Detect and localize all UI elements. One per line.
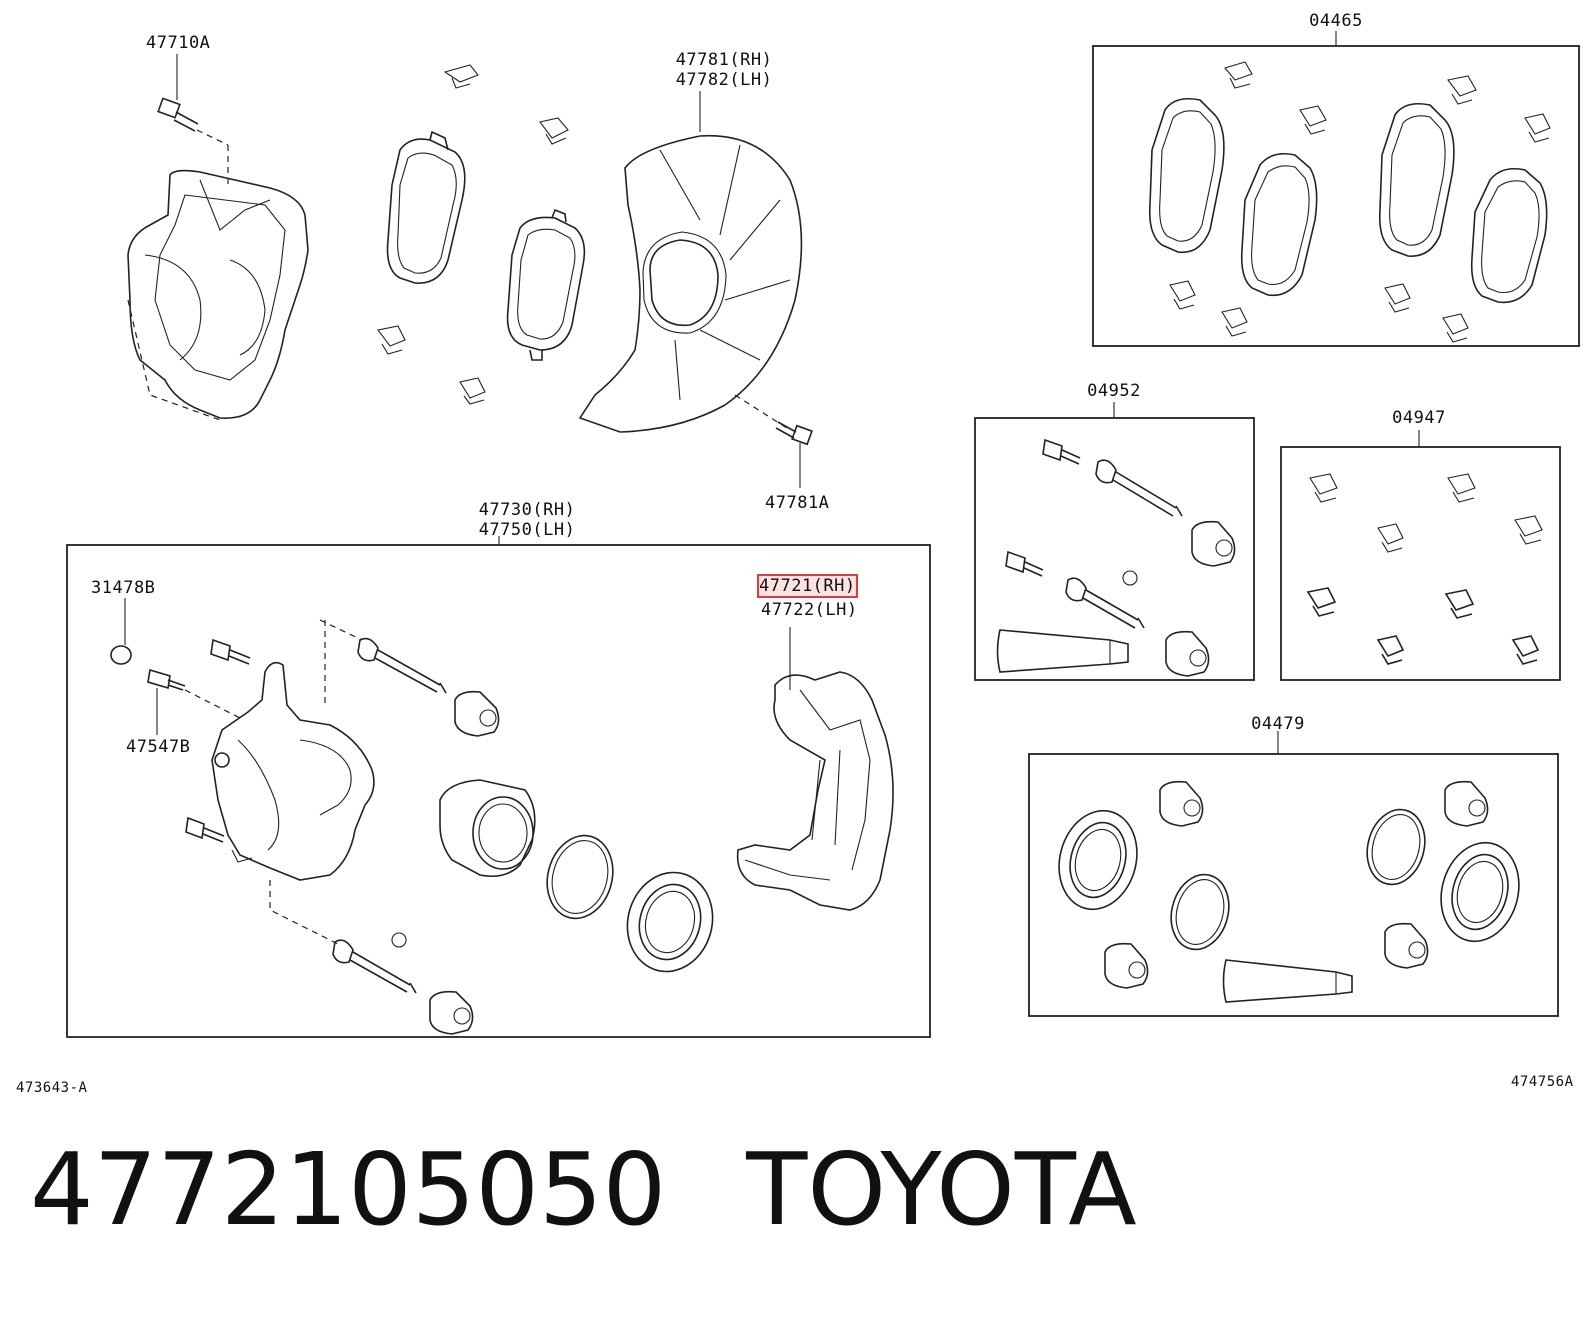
guide-pin-kit-04952-parts [996,438,1236,677]
dust-shield [578,91,803,433]
label-47722: 47722(LH) [761,600,858,620]
guide-pins-main [332,637,447,994]
bolt-47710A [157,54,229,185]
pad-kit-04465-clips [1169,61,1551,343]
bolt-47781A [775,421,813,488]
clip-kit-box [1280,446,1561,681]
boots-main [391,690,500,1035]
cap-31478B [110,598,132,665]
label-47730-47750: 47730(RH) 47750(LH) [478,500,576,540]
footer-title: 4772105050 TOYOTA [30,1130,1217,1250]
label-47547B: 47547B [126,737,191,757]
part-number: 4772105050 [30,1131,667,1248]
piston [439,779,536,878]
label-04465: 04465 [1309,11,1363,31]
brand-name: TOYOTA [746,1131,1137,1248]
caliper-body-upper [127,169,309,421]
seal-kit-04479-parts [1058,780,1520,1003]
caliper-body-main [211,619,375,946]
label-04952: 04952 [1087,381,1141,401]
label-47781A: 47781A [765,493,830,513]
label-04479: 04479 [1251,714,1305,734]
piston-boot-main [626,871,714,973]
bleeder-47547B [147,668,241,735]
label-31478B: 31478B [91,578,156,598]
brake-pad-upper-right [506,208,586,361]
clip-kit-04947-parts [1306,473,1543,665]
label-47710A: 47710A [146,33,211,53]
label-47781-47782: 47781(RH) 47782(LH) [675,50,773,90]
pad-clips-upper [377,64,569,405]
ref-code-left: 473643-A [16,1080,88,1096]
caliper-bolts [185,638,251,843]
piston-seal-main [546,834,614,920]
brake-pad-upper-left [386,130,466,284]
seal-kit-box [1028,753,1559,1017]
ref-code-right: 474756A [1511,1074,1574,1090]
label-04947: 04947 [1392,408,1446,428]
pad-kit-box [1092,45,1580,347]
label-47721-highlighted: 47721(RH) [757,574,858,598]
pad-kit-04465-pads [1148,97,1548,304]
mounting-bracket-47721 [736,627,894,911]
